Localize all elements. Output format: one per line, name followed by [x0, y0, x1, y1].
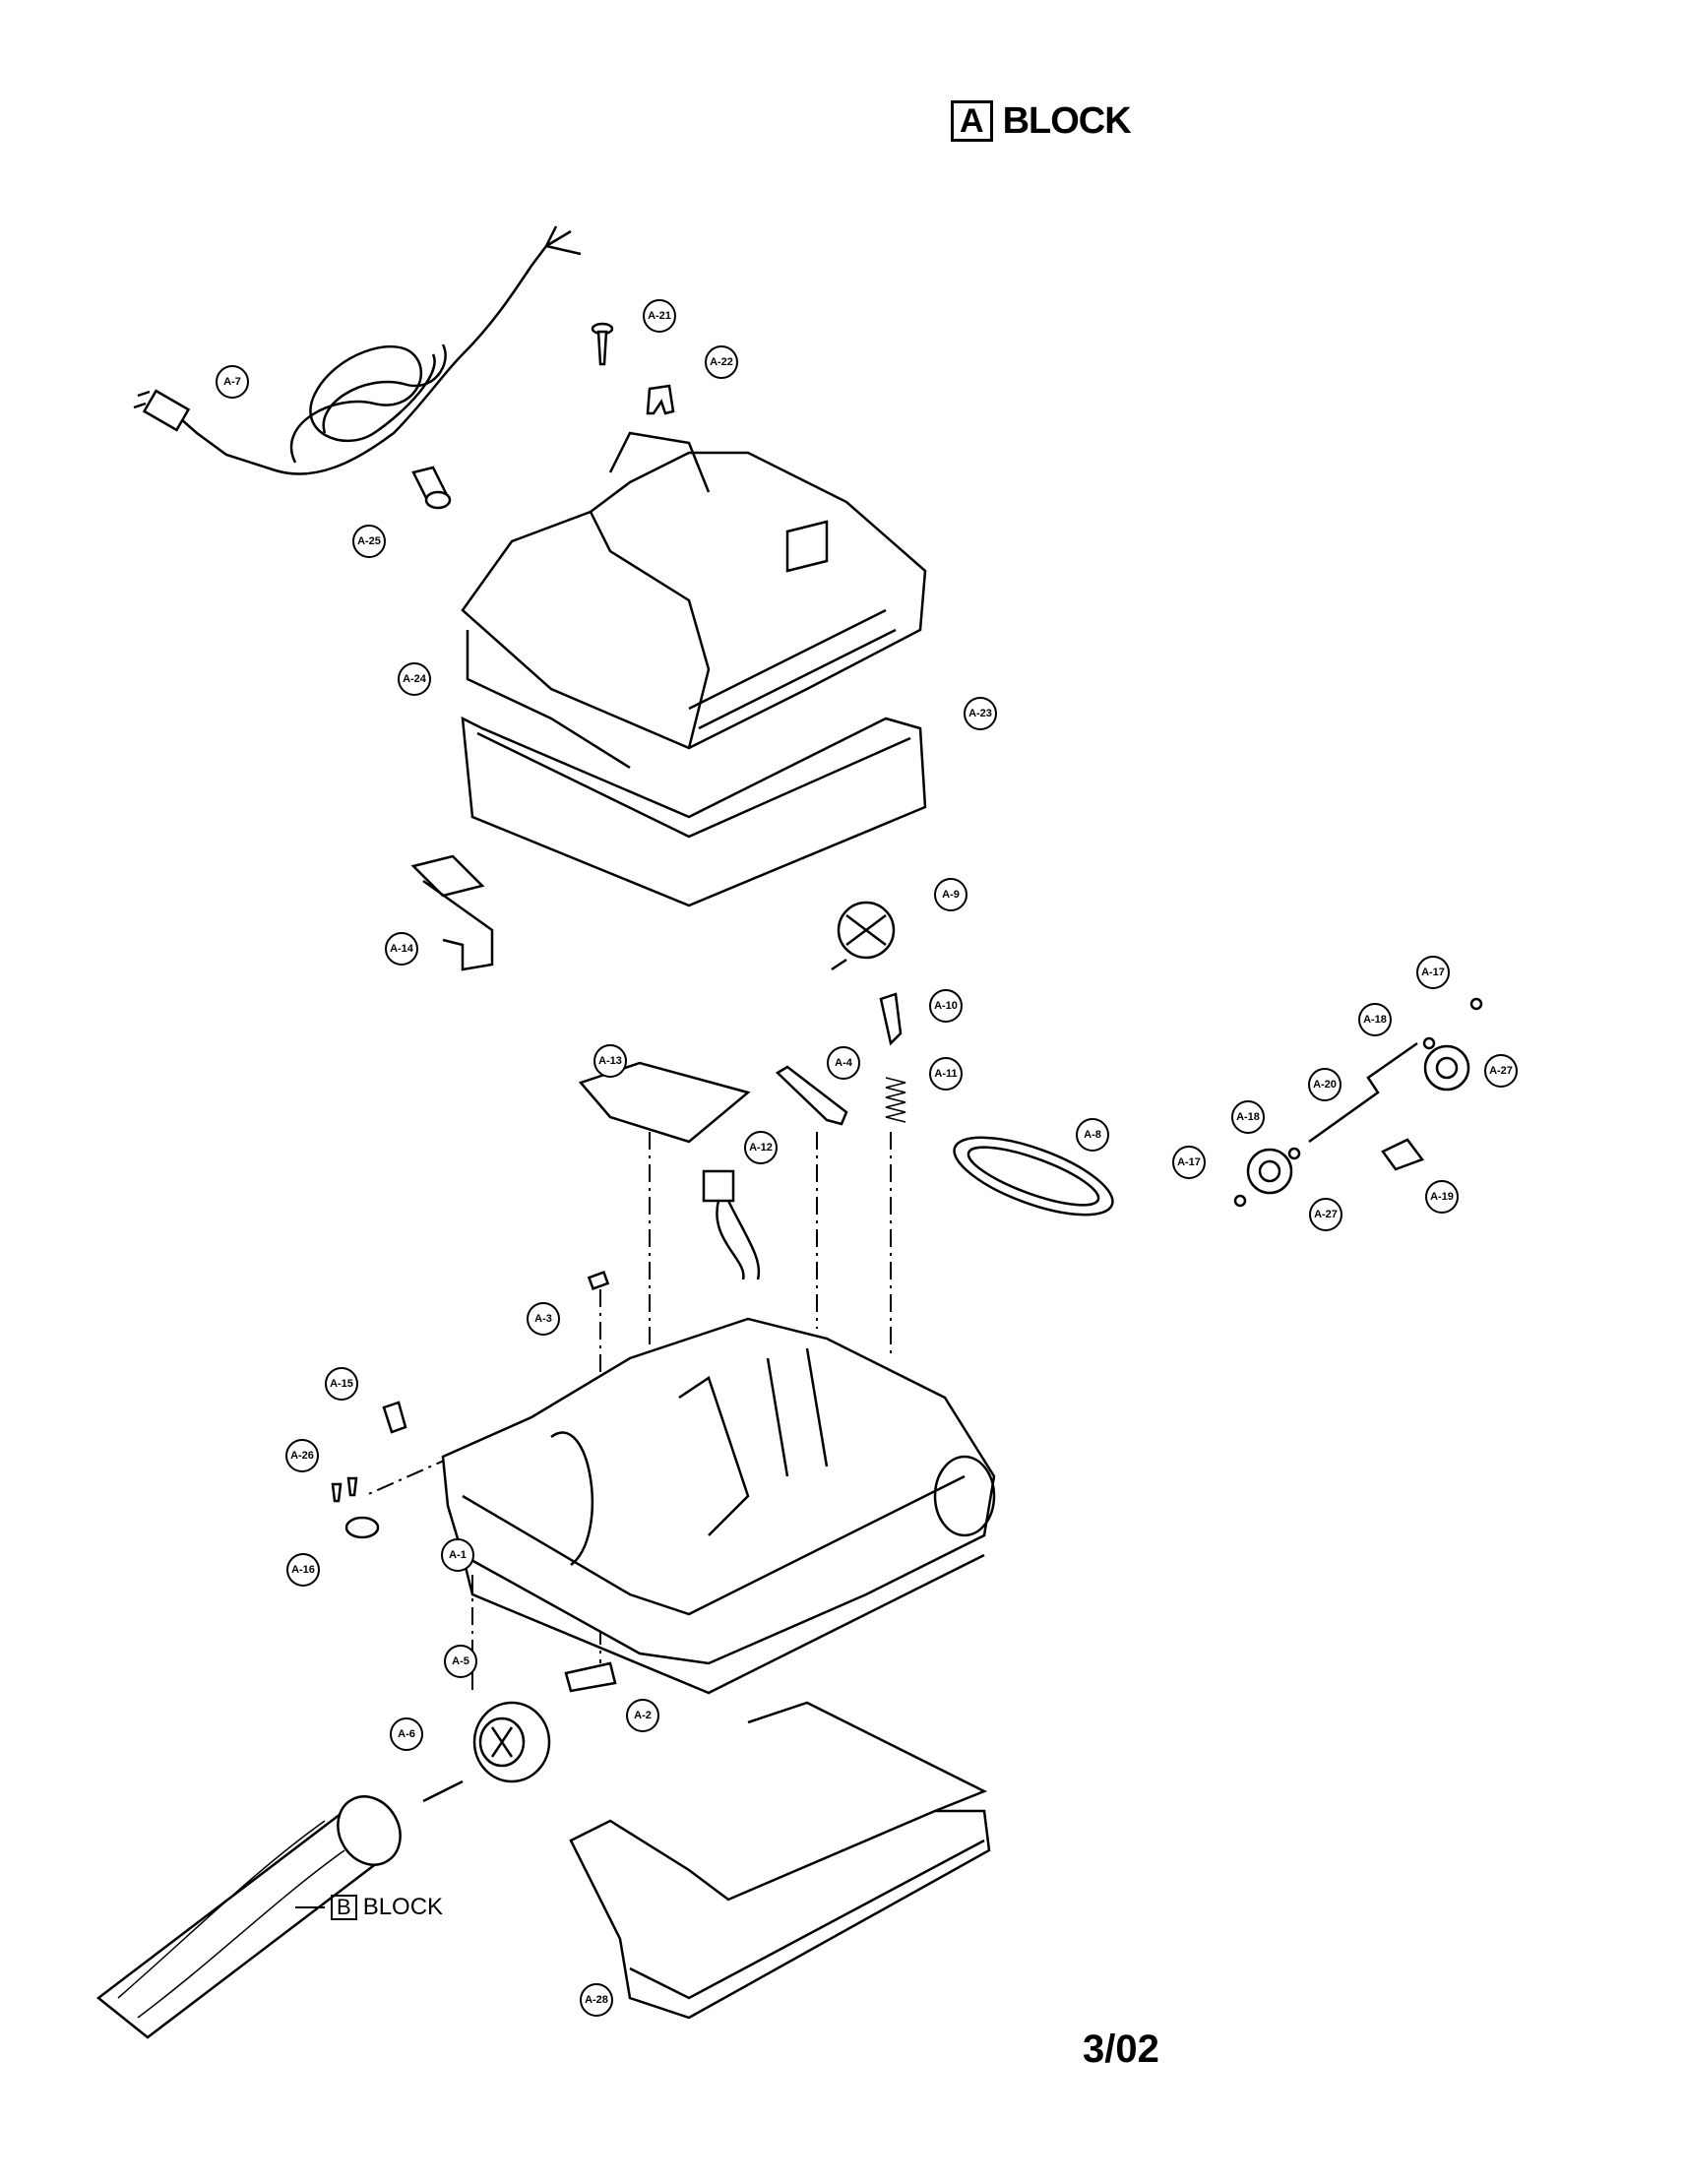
hood-cover-part — [461, 431, 927, 770]
rear-wheels-part — [1233, 997, 1483, 1208]
block-heading: A BLOCK — [951, 96, 1132, 146]
strain-relief-part — [411, 466, 452, 510]
callout-a10: A-10 — [929, 989, 963, 1023]
brush-block-label: BLOCK — [362, 1894, 444, 1920]
pin-part — [422, 1779, 464, 1803]
callout-a17-upper: A-17 — [1416, 956, 1450, 989]
small-cap-part — [382, 1401, 407, 1434]
screw-part — [591, 322, 614, 366]
block-heading-label: BLOCK — [1002, 99, 1132, 142]
callout-a8: A-8 — [1076, 1118, 1109, 1152]
callout-a4: A-4 — [827, 1046, 860, 1080]
callout-a18-upper: A-18 — [1358, 1003, 1392, 1036]
lever-part — [775, 1065, 848, 1126]
callout-a13: A-13 — [593, 1044, 627, 1078]
callout-a18-lower: A-18 — [1231, 1100, 1265, 1134]
callout-a1: A-1 — [441, 1538, 474, 1572]
callout-a5: A-5 — [444, 1645, 477, 1678]
small-clip-part — [587, 1271, 610, 1290]
callout-a16: A-16 — [286, 1553, 320, 1587]
callout-a15: A-15 — [325, 1367, 358, 1401]
callout-a27-upper: A-27 — [1484, 1054, 1518, 1088]
revision-date: 3/02 — [1083, 2028, 1159, 2071]
latch-part — [879, 992, 903, 1046]
callout-a24: A-24 — [398, 662, 431, 696]
bracket-part — [1381, 1138, 1425, 1171]
callout-a2: A-2 — [626, 1699, 659, 1732]
bottom-plate-part — [569, 1701, 991, 2020]
brush-block-reference: B BLOCK — [295, 1894, 443, 1921]
switch-part — [702, 1169, 761, 1280]
callout-a14: A-14 — [385, 932, 418, 966]
axle-part — [1308, 1041, 1418, 1144]
callout-a7: A-7 — [216, 365, 249, 399]
callout-a27-lower: A-27 — [1309, 1198, 1342, 1231]
callout-a26: A-26 — [285, 1439, 319, 1472]
callout-a12: A-12 — [744, 1131, 778, 1164]
block-letter-box: A — [951, 100, 993, 142]
spring-part — [885, 1077, 906, 1123]
callout-a25: A-25 — [352, 525, 386, 558]
base-tray-part — [461, 716, 927, 907]
callout-a20: A-20 — [1308, 1068, 1342, 1101]
fan-part — [831, 901, 896, 971]
screws-part — [331, 1476, 380, 1539]
pedal-part — [410, 854, 494, 971]
callout-a9: A-9 — [934, 878, 967, 911]
leader-line — [295, 1906, 325, 1908]
plate-part — [578, 1061, 751, 1144]
callout-a11: A-11 — [929, 1057, 963, 1091]
callout-a19: A-19 — [1425, 1180, 1459, 1214]
brush-roll-part — [95, 1795, 402, 2039]
clip-part — [646, 384, 675, 415]
callout-a3: A-3 — [527, 1302, 560, 1336]
main-base-part — [441, 1317, 996, 1695]
callout-a22: A-22 — [705, 345, 738, 379]
callout-a6: A-6 — [390, 1717, 423, 1751]
callout-a17-lower: A-17 — [1172, 1146, 1206, 1179]
callout-a21: A-21 — [643, 299, 676, 333]
power-cord-part — [133, 225, 582, 475]
belt-part — [953, 1136, 1114, 1217]
callout-a28: A-28 — [580, 1983, 613, 2017]
brush-block-letter: B — [331, 1895, 357, 1920]
bracket-small-part — [564, 1661, 617, 1693]
callout-a23: A-23 — [964, 697, 997, 730]
roller-wheel-part — [472, 1701, 551, 1783]
